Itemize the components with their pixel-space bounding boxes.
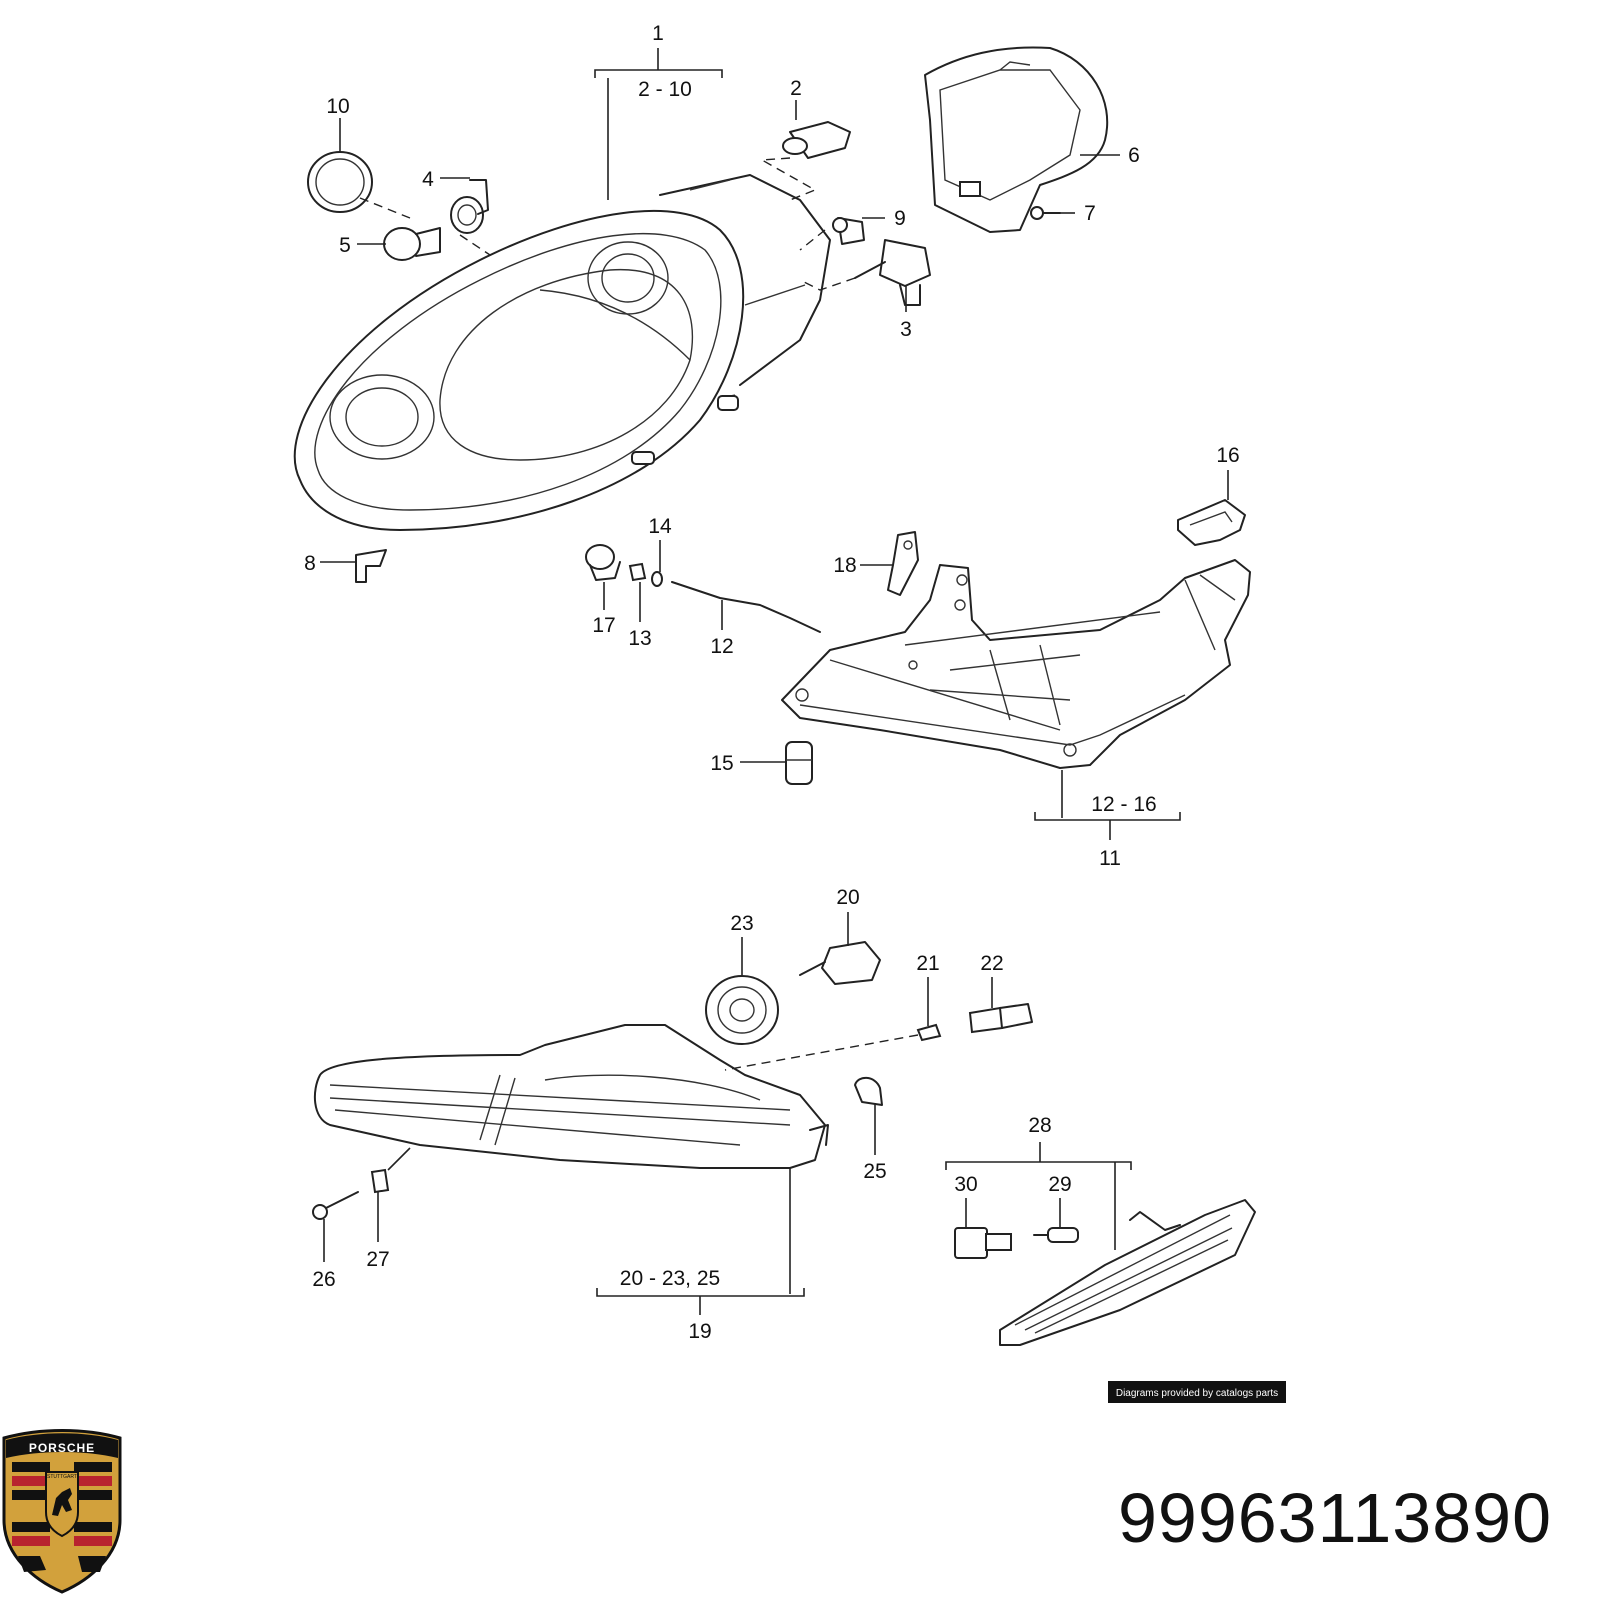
grommet-17 — [585, 544, 621, 581]
callout-26: 26 — [312, 1268, 335, 1291]
clip-16 — [1177, 499, 1246, 546]
callout-9: 9 — [894, 207, 906, 230]
callout-20: 20 — [836, 886, 859, 909]
callout-2-10: 2 - 10 — [638, 78, 692, 101]
porsche-crest-logo: PORSCHE STUTTGART — [2, 1429, 122, 1594]
callout-15: 15 — [710, 752, 733, 775]
mounting-bracket — [781, 559, 1251, 769]
callout-30: 30 — [954, 1173, 977, 1196]
callout-29: 29 — [1048, 1173, 1071, 1196]
nut-13 — [628, 562, 647, 582]
part-number: 99963113890 — [1117, 1479, 1552, 1557]
callout-11: 11 — [1099, 847, 1121, 870]
callout-17: 17 — [592, 614, 615, 637]
bulb-2 — [782, 121, 851, 159]
adjuster-8 — [355, 549, 387, 583]
rear-cover-6 — [924, 46, 1109, 233]
callout-20-23-25: 20 - 23, 25 — [620, 1267, 720, 1290]
bulb-21 — [916, 1023, 942, 1042]
callout-25: 25 — [863, 1160, 886, 1183]
credit-banner: Diagrams provided by catalogs parts — [1108, 1381, 1286, 1403]
callout-22: 22 — [980, 952, 1003, 975]
screw-26 — [312, 1191, 359, 1220]
seal-23 — [705, 975, 779, 1045]
callout-10: 10 — [326, 95, 349, 118]
crest-wordmark: PORSCHE — [29, 1441, 95, 1455]
washer-14 — [651, 571, 663, 587]
cover-cap-10 — [307, 151, 373, 213]
callout-27: 27 — [366, 1248, 389, 1271]
callout-5: 5 — [339, 234, 351, 257]
callout-2: 2 — [790, 77, 802, 100]
callout-19: 19 — [688, 1320, 711, 1343]
bushing-15 — [785, 741, 813, 785]
socket-30 — [954, 1227, 1012, 1259]
bracket-18 — [887, 531, 919, 596]
callout-3: 3 — [900, 318, 912, 341]
prancing-horse-icon — [52, 1488, 72, 1516]
clip-9 — [832, 217, 865, 245]
callout-1: 1 — [652, 22, 664, 45]
socket-22 — [968, 1003, 1033, 1034]
clip-25 — [854, 1076, 883, 1106]
callout-13: 13 — [628, 627, 651, 650]
turn-signal-lamp — [313, 1024, 829, 1169]
callout-7: 7 — [1084, 202, 1096, 225]
bulb-socket-4 — [450, 179, 489, 234]
callout-23: 23 — [730, 912, 753, 935]
bulb-5 — [383, 227, 441, 261]
clip-nut-27 — [370, 1168, 390, 1194]
bulb-3 — [854, 239, 931, 306]
side-marker-lamp — [999, 1199, 1256, 1346]
callout-4: 4 — [422, 168, 434, 191]
callout-6: 6 — [1128, 144, 1140, 167]
callout-labels: 1 2 - 10 2 3 4 5 6 7 8 9 10 11 12 - 16 1… — [304, 22, 1240, 1343]
bulb-20 — [799, 941, 881, 985]
callout-14: 14 — [648, 515, 672, 538]
callout-16: 16 — [1216, 444, 1239, 467]
headlamp-assembly — [293, 174, 831, 531]
callout-21: 21 — [916, 952, 939, 975]
adjusting-rod-12 — [671, 581, 821, 633]
crest-city: STUTTGART — [47, 1474, 77, 1480]
callout-8: 8 — [304, 552, 316, 575]
bulb-29 — [1033, 1227, 1079, 1243]
screw-7 — [1030, 206, 1061, 220]
callout-28: 28 — [1028, 1114, 1051, 1137]
callout-12: 12 — [710, 635, 733, 658]
leader-lines — [320, 48, 1229, 1315]
credit-text: Diagrams provided by catalogs parts — [1116, 1388, 1278, 1399]
callout-18: 18 — [833, 554, 856, 577]
callout-12-16: 12 - 16 — [1091, 793, 1156, 816]
